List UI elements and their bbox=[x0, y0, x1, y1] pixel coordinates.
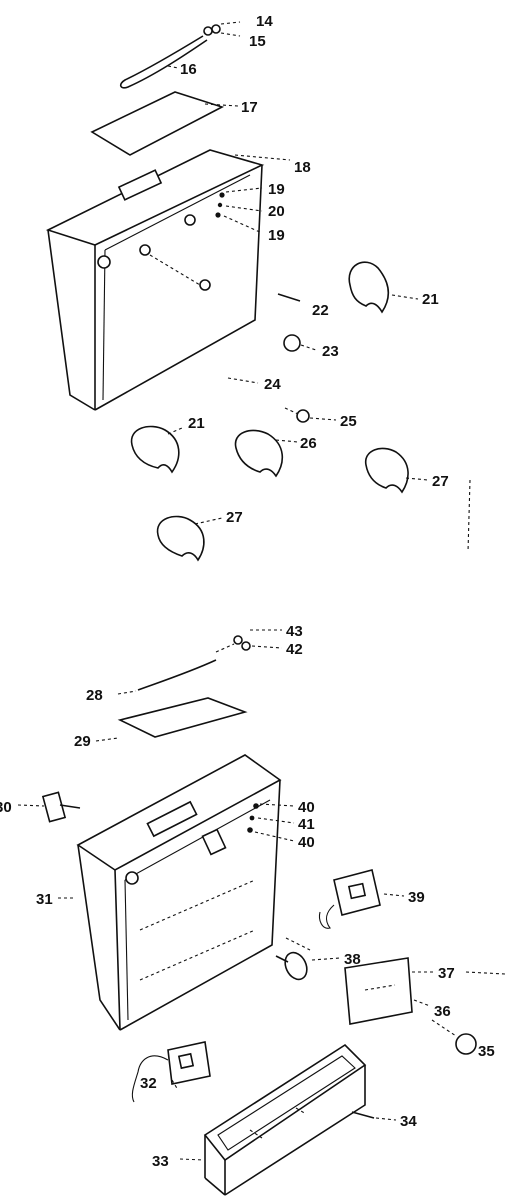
part-25-grommet bbox=[284, 407, 337, 423]
label-31: 31 bbox=[36, 891, 53, 908]
part-39-socket bbox=[318, 869, 405, 929]
part-27-knob-right bbox=[365, 447, 471, 553]
part-21-knob bbox=[348, 261, 419, 314]
part-21-knob-left bbox=[130, 425, 183, 474]
part-29-plate bbox=[95, 697, 248, 742]
label-22: 22 bbox=[312, 302, 329, 319]
part-28-rod bbox=[117, 659, 217, 695]
part-17-plate bbox=[90, 91, 239, 156]
label-40b: 40 bbox=[298, 834, 315, 851]
label-30: 30 bbox=[0, 799, 12, 816]
part-19-20-fasteners bbox=[215, 187, 263, 234]
part-36-screw bbox=[413, 999, 431, 1007]
label-19a: 19 bbox=[268, 181, 285, 198]
label-14: 14 bbox=[256, 13, 273, 30]
lower-assembly: 43 42 28 29 30 40 41 40 31 39 38 37 36 3… bbox=[0, 623, 506, 1196]
part-34-screw bbox=[351, 1111, 397, 1121]
label-25: 25 bbox=[340, 413, 357, 430]
label-23: 23 bbox=[322, 343, 339, 360]
label-21a: 21 bbox=[422, 291, 439, 308]
label-27a: 27 bbox=[432, 473, 449, 490]
part-26-knob bbox=[234, 429, 299, 478]
part-27-knob-bottom bbox=[156, 515, 223, 562]
label-27b: 27 bbox=[226, 509, 243, 526]
label-34: 34 bbox=[400, 1113, 417, 1130]
label-36: 36 bbox=[434, 1003, 451, 1020]
label-28: 28 bbox=[86, 687, 103, 704]
label-38: 38 bbox=[344, 951, 361, 968]
part-38-switch bbox=[275, 937, 341, 981]
label-29: 29 bbox=[74, 733, 91, 750]
part-35-knob bbox=[431, 1019, 477, 1055]
upper-assembly: 14 15 16 17 18 19 20 19 21 22 23 24 25 2… bbox=[45, 13, 471, 562]
label-32: 32 bbox=[140, 1075, 157, 1092]
part-22-screw bbox=[277, 293, 301, 302]
label-33: 33 bbox=[152, 1153, 169, 1170]
part-32-socket bbox=[131, 1041, 211, 1103]
label-24: 24 bbox=[264, 376, 281, 393]
part-31-cabinet bbox=[58, 754, 282, 1031]
label-39: 39 bbox=[408, 889, 425, 906]
label-41: 41 bbox=[298, 816, 315, 833]
label-17: 17 bbox=[241, 99, 258, 116]
label-37: 37 bbox=[438, 965, 455, 982]
part-40-41-fasteners bbox=[247, 803, 295, 842]
label-16: 16 bbox=[180, 61, 197, 78]
part-42-43-bracket bbox=[215, 629, 283, 653]
part-37-panel bbox=[344, 957, 506, 1025]
label-15: 15 bbox=[249, 33, 266, 50]
label-21b: 21 bbox=[188, 415, 205, 432]
part-18-cabinet bbox=[45, 149, 291, 411]
label-42: 42 bbox=[286, 641, 303, 658]
label-35: 35 bbox=[478, 1043, 495, 1060]
part-16-rod bbox=[119, 35, 208, 89]
label-26: 26 bbox=[300, 435, 317, 452]
label-40a: 40 bbox=[298, 799, 315, 816]
label-19b: 19 bbox=[268, 227, 285, 244]
part-23-knob bbox=[283, 334, 317, 352]
part-24-spring bbox=[227, 377, 259, 384]
part-30-clip bbox=[17, 791, 81, 823]
label-43: 43 bbox=[286, 623, 303, 640]
label-20: 20 bbox=[268, 203, 285, 220]
part-33-frame bbox=[179, 1043, 367, 1196]
part-14-15-bracket bbox=[203, 21, 241, 37]
label-18: 18 bbox=[294, 159, 311, 176]
